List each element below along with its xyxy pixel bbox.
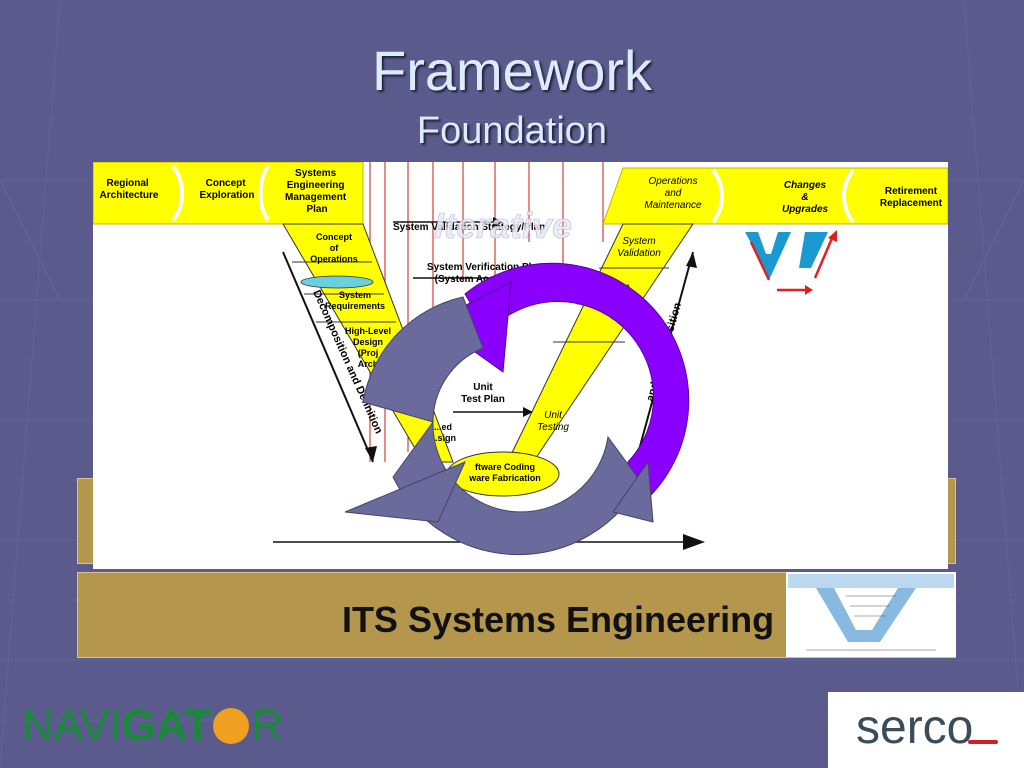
v-diagram-thumbnail	[786, 572, 956, 657]
changes-upgrades-label: Changes&Upgrades	[782, 180, 829, 215]
detailed-design-label: ...ed...sign	[430, 422, 456, 443]
sem-plan-label: Systems Engineering Management Plan	[285, 168, 349, 215]
v-model-diagram: Regional Architecture Concept Exploratio…	[93, 162, 948, 569]
serco-logo: serco	[856, 701, 974, 754]
slide-subtitle: Foundation	[416, 110, 608, 152]
peach-o-icon	[213, 708, 250, 745]
verification-plan-label: System Verification Plan(System Acceptan…	[427, 262, 543, 285]
serco-red-swoosh	[968, 740, 998, 744]
iterative-overlay-text: Iterative	[434, 205, 572, 246]
top-left-yellow-banner	[93, 162, 363, 224]
slide-title: Framework	[371, 39, 653, 102]
concept-exploration-label: Concept Exploration	[199, 178, 254, 201]
band-title: ITS Systems Engineering	[341, 599, 775, 640]
validation-plan-label: System Validation Strategy/Plan	[393, 222, 545, 233]
changes-v-icon	[745, 230, 837, 295]
regional-architecture-label: Regional Architecture	[100, 178, 159, 201]
serco-logo-box: serco	[828, 692, 1024, 768]
top-right-yellow-banner	[602, 167, 948, 225]
iterative-cycle-graphic	[344, 262, 690, 556]
